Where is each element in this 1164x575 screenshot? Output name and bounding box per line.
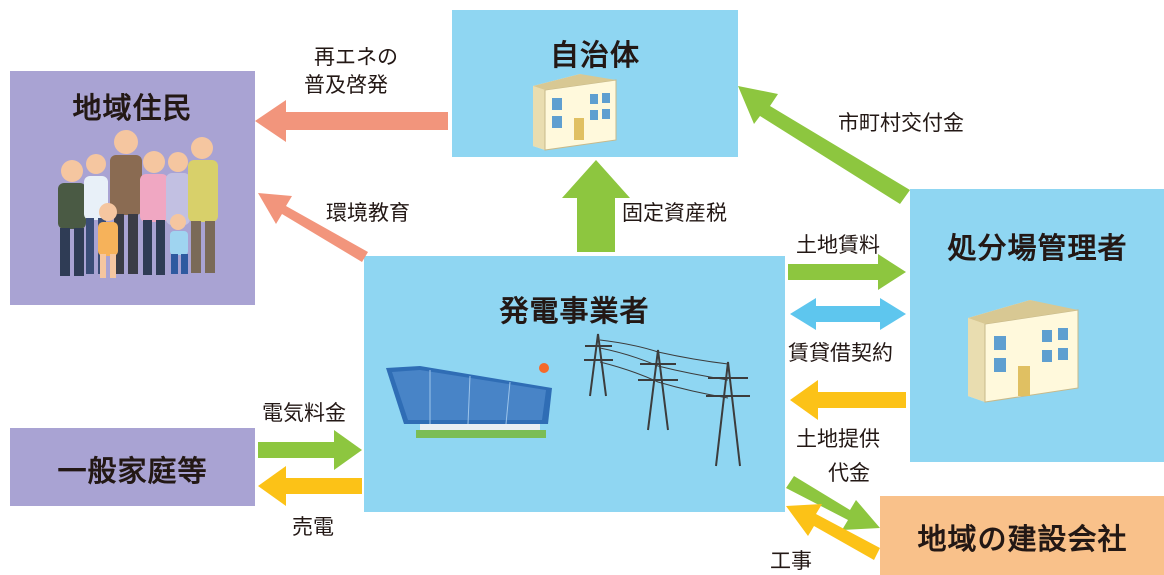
arrow-kankyo	[258, 193, 368, 262]
chiiki-jumin-title: 地域住民	[72, 91, 193, 125]
katei-box: 一般家庭等	[10, 428, 255, 506]
katei-title: 一般家庭等	[57, 454, 208, 488]
arrow-tochi-chinryo	[788, 254, 906, 290]
label-kotei: 固定資産税	[622, 201, 727, 225]
arrow-kotei	[562, 160, 630, 252]
kensetsu-title: 地域の建設会社	[917, 522, 1128, 556]
label-baiden: 売電	[292, 515, 334, 539]
arrow-reene	[255, 100, 448, 142]
solar-panel-icon	[386, 363, 552, 438]
kanrisha-title: 処分場管理者	[947, 231, 1128, 265]
label-denki: 電気料金	[262, 401, 346, 425]
label-shichoson: 市町村交付金	[838, 111, 964, 135]
label-daikin: 代金	[828, 461, 870, 485]
label-reene-line2: 普及啓発	[304, 73, 388, 97]
family-icon	[58, 130, 218, 278]
arrow-shichoson	[738, 86, 910, 204]
label-chintai: 賃貸借契約	[788, 341, 893, 365]
arrow-denki	[258, 430, 362, 470]
label-tochi-teikyo: 土地提供	[796, 427, 880, 451]
arrow-tochi-teikyo	[790, 380, 906, 420]
power-tower-icon	[584, 333, 750, 467]
label-kankyo: 環境教育	[326, 201, 410, 225]
jichitai-title: 自治体	[549, 38, 640, 72]
label-koji: 工事	[770, 549, 812, 573]
arrow-baiden	[258, 466, 362, 506]
label-reene-line1: 再エネの	[314, 45, 398, 69]
arrow-chintai	[790, 298, 906, 330]
arrow-koji	[786, 504, 880, 560]
label-tochi-chinryo: 土地賃料	[796, 233, 880, 257]
kensetsu-box: 地域の建設会社	[880, 496, 1164, 575]
municipal-building-icon	[533, 74, 617, 151]
landfill-office-building-icon	[968, 300, 1079, 403]
arrow-daikin	[786, 476, 880, 530]
hatsuden-title: 発電事業者	[499, 294, 650, 328]
